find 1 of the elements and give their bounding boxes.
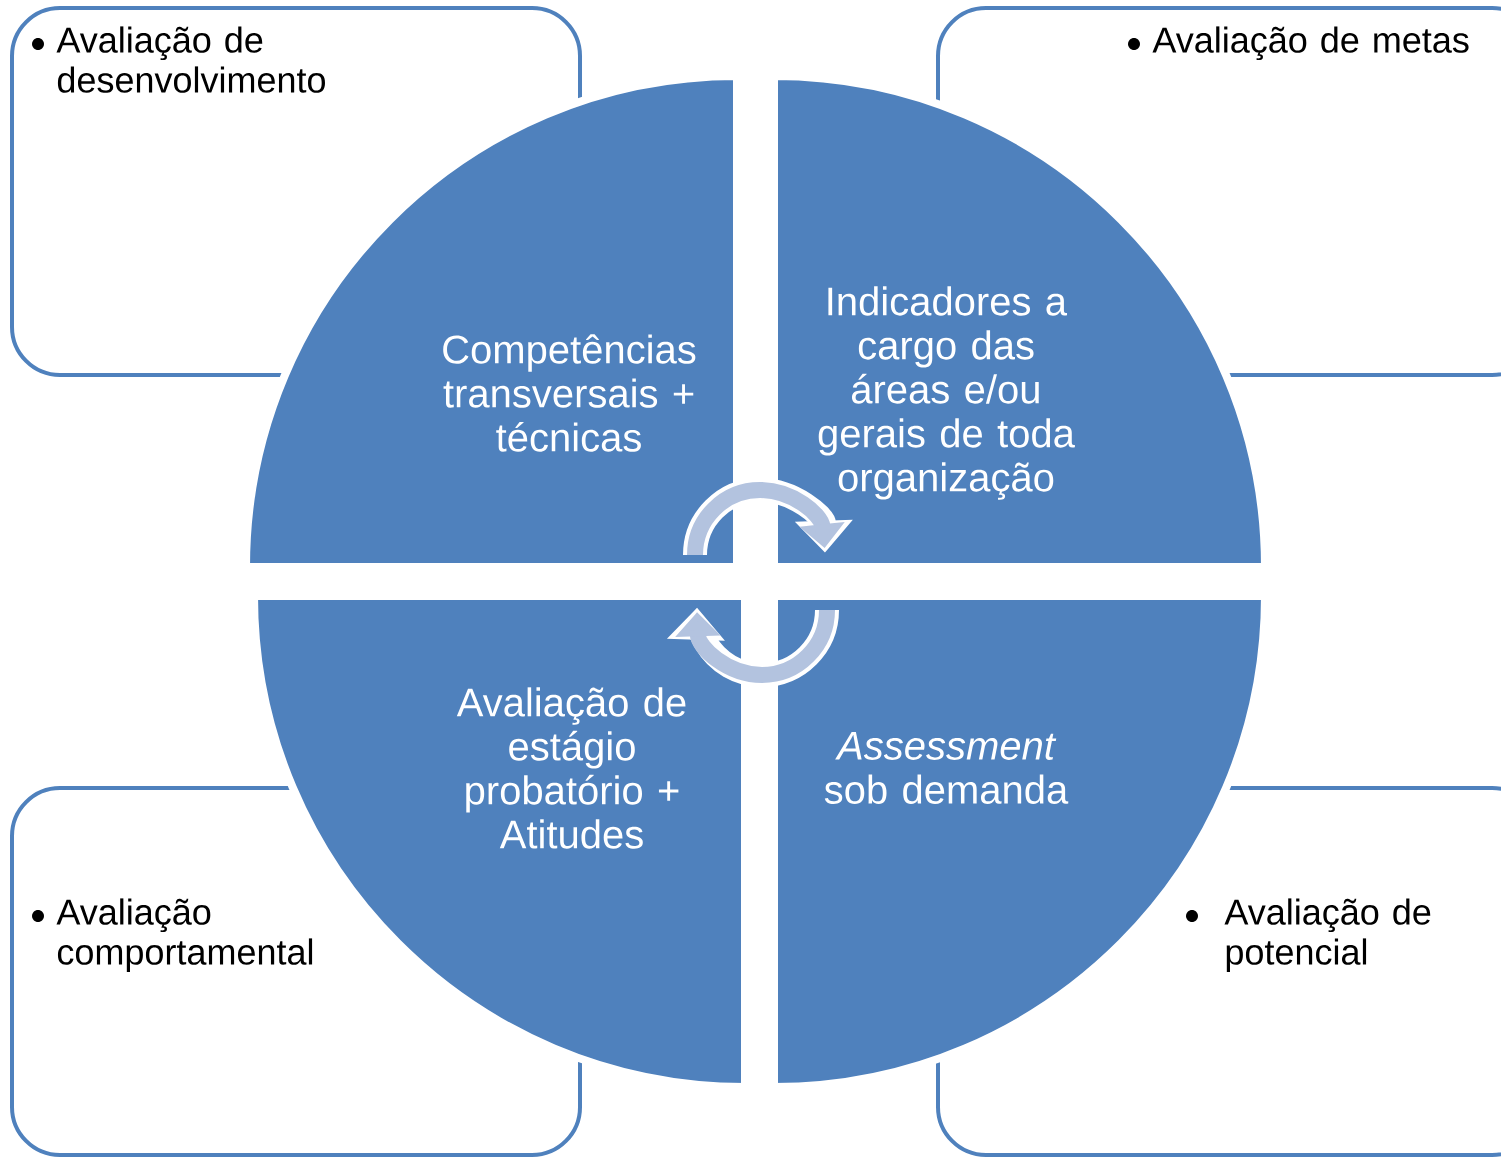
curved-arrow — [683, 478, 853, 556]
